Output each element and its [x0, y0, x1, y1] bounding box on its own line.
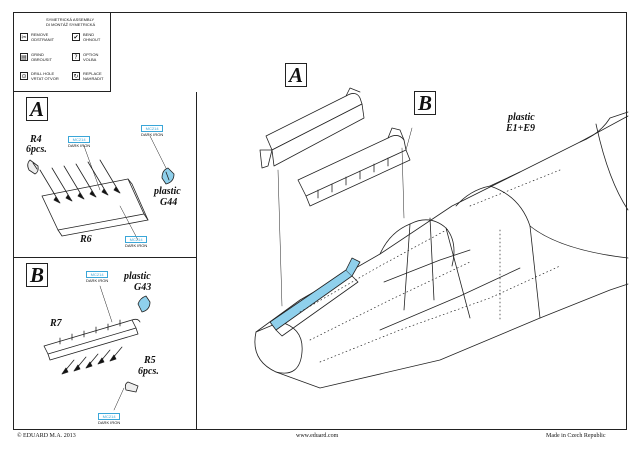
- panel-b-plastic-part: G43: [134, 282, 152, 293]
- panel-a: [13, 92, 197, 258]
- fuselage-outline: [254, 111, 629, 389]
- legend-drill: DRILL HOLE VRTAT OTVOR: [31, 71, 59, 81]
- remove-icon: ✂: [20, 33, 28, 41]
- legend-label: VRTAT OTVOR: [31, 76, 59, 81]
- r4-label: R4: [30, 134, 42, 145]
- legend-label: ODSTRANIT: [31, 37, 55, 42]
- pe-code-a-2: MC214 DARK IRON: [141, 125, 164, 137]
- r6-label: R6: [80, 234, 92, 245]
- legend-label: OHNOUT: [83, 37, 101, 42]
- part-number: MC214: [98, 413, 121, 420]
- r7-photoetch-strip: [43, 318, 141, 361]
- legend-title-line-1: SYMETRICKÁ ASSEMBLY: [46, 17, 95, 22]
- finish: DARK IRON: [68, 143, 91, 148]
- legend-label: GRIND: [31, 52, 44, 57]
- legend-label: DRILL HOLE: [31, 71, 55, 76]
- part-a-sidewall: [259, 87, 365, 169]
- panel-a-plastic: plastic: [154, 186, 181, 197]
- legend-label: OBROUSIT: [31, 57, 52, 62]
- panel-a-plastic-part: G44: [160, 197, 178, 208]
- r4-bracket-part: [27, 159, 39, 175]
- legend-title: SYMETRICKÁ ASSEMBLY DI MONTÁŽ SYMETRICKÁ: [46, 17, 95, 27]
- legend-label: VOLBA: [83, 57, 97, 62]
- legend-title-line-2: DI MONTÁŽ SYMETRICKÁ: [46, 22, 96, 27]
- part-b-sidewall: [297, 127, 411, 207]
- cockpit-frame: [379, 217, 521, 331]
- r5-placement-arrows: [61, 346, 123, 375]
- finish: DARK IRON: [86, 278, 109, 283]
- legend-replace: REPLACE NAHRADIT: [83, 71, 103, 81]
- legend-option: OPTION VOLBA: [83, 52, 98, 62]
- finish: DARK IRON: [141, 132, 164, 137]
- panel-a-label: A: [26, 97, 48, 121]
- r5-quantity: 6pcs.: [138, 366, 159, 377]
- pe-code-a-1: MC214 DARK IRON: [68, 136, 91, 148]
- footer-origin: Made in Czech Republic: [546, 433, 606, 439]
- assembly-guide-lines: [277, 127, 413, 307]
- legend-bend: BEND OHNOUT: [83, 32, 100, 42]
- r4-placement-arrows: [39, 159, 121, 204]
- rivet-lines: [299, 169, 561, 363]
- finish: DARK IRON: [98, 420, 121, 425]
- g44-plastic-part: [161, 167, 175, 185]
- part-number: MC214: [68, 136, 91, 143]
- footer-website[interactable]: www.eduard.com: [296, 433, 339, 439]
- legend-label: OPTION: [83, 52, 99, 57]
- sheet-border: [13, 12, 627, 430]
- footer-copyright: © EDUARD M.A. 2013: [17, 433, 76, 439]
- r4-quantity: 6pcs.: [26, 144, 47, 155]
- legend-remove: REMOVE ODSTRANIT: [31, 32, 54, 42]
- g43-plastic-part: [137, 295, 151, 313]
- main-plastic-part: E1+E9: [506, 123, 536, 134]
- pe-code-b-2: MC214 DARK IRON: [98, 413, 121, 425]
- grind-icon: ▤: [20, 53, 28, 61]
- legend-label: REMOVE: [31, 32, 49, 37]
- legend-grind: GRIND OBROUSIT: [31, 52, 52, 62]
- part-number: MC214: [86, 271, 109, 278]
- r6-photoetch-strip: [41, 178, 149, 237]
- main-label-b: B: [414, 91, 436, 115]
- drill-icon: ⊙: [20, 72, 28, 80]
- panel-b-leaders: [99, 285, 125, 411]
- replace-icon: ↻: [72, 72, 80, 80]
- legend-label: NAHRADIT: [83, 76, 104, 81]
- finish: DARK IRON: [125, 243, 148, 248]
- main-plastic: plastic: [508, 112, 535, 123]
- part-number: MC214: [141, 125, 164, 132]
- pe-code-a-3: MC214 DARK IRON: [125, 236, 148, 248]
- r5-label: R5: [144, 355, 156, 366]
- legend-label: BEND: [83, 32, 95, 37]
- option-icon: ?: [72, 53, 80, 61]
- bend-icon: ✔: [72, 33, 80, 41]
- cockpit-sidewall-installed: [269, 257, 361, 337]
- panel-a-leaders: [83, 135, 167, 241]
- main-label-a: A: [285, 63, 307, 87]
- panel-b-label: B: [26, 263, 48, 287]
- r7-label: R7: [50, 318, 62, 329]
- part-number: MC214: [125, 236, 148, 243]
- panel-b: [13, 258, 197, 430]
- r5-bracket-part: [124, 381, 139, 393]
- pe-code-b-1: MC214 DARK IRON: [86, 271, 109, 283]
- panel-b-plastic: plastic: [124, 271, 151, 282]
- legend-label: REPLACE: [83, 71, 102, 76]
- symbol-legend: SYMETRICKÁ ASSEMBLY DI MONTÁŽ SYMETRICKÁ…: [13, 12, 111, 92]
